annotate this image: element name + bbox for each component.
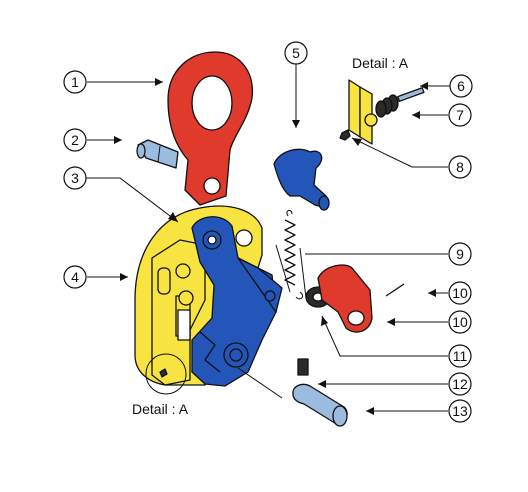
- blue-jaw-pivot-inner: [229, 348, 243, 362]
- callout-3: 5: [284, 41, 308, 65]
- blue-jaw-pin: [264, 290, 276, 302]
- lifting-eye-pin-hole: [203, 177, 221, 195]
- svg-text:10: 10: [452, 314, 468, 330]
- callout-8: 7: [448, 103, 472, 127]
- lever-pin: [385, 283, 405, 297]
- detail-a-nut: [159, 368, 168, 378]
- callout-5: 1: [63, 70, 87, 94]
- blue-jaw-part: [191, 216, 283, 387]
- callout-11: 6: [449, 74, 473, 98]
- callout-13: 11: [448, 344, 472, 368]
- callout-7: 13: [448, 399, 472, 423]
- detail-pin: [397, 87, 425, 102]
- detail-a-inset: Detail : A: [339, 55, 425, 145]
- svg-text:11: 11: [453, 348, 468, 364]
- callout-4: 10: [448, 310, 472, 334]
- set-screw: [297, 358, 309, 376]
- detail-nut: [339, 129, 351, 141]
- body-hole: [175, 263, 191, 279]
- callout-1: 4: [63, 265, 87, 289]
- white-pin: [235, 229, 253, 247]
- red-lever-hole: [347, 310, 365, 326]
- detail-plate: [348, 79, 361, 138]
- callout-12: 8: [448, 155, 472, 179]
- svg-text:13: 13: [452, 403, 468, 419]
- svg-text:12: 12: [452, 376, 468, 392]
- svg-text:6: 6: [457, 78, 465, 94]
- callout-10-bottom: 12: [448, 372, 472, 396]
- svg-text:2: 2: [71, 132, 79, 148]
- detail-coil: [364, 94, 399, 127]
- svg-text:8: 8: [456, 159, 464, 175]
- svg-text:5: 5: [292, 45, 300, 61]
- detail-a-title: Detail : A: [352, 55, 409, 71]
- callout-6: 2: [63, 128, 87, 152]
- spring-part: [284, 209, 303, 300]
- callout-2: 3: [63, 166, 87, 190]
- callouts: 1 2 3 4 5 6 7 8: [63, 41, 473, 423]
- leader-lines: [86, 64, 450, 415]
- svg-text:4: 4: [71, 269, 79, 285]
- lifting-eye-hole: [191, 75, 233, 131]
- callout-10-top: 10: [448, 281, 472, 305]
- svg-text:1: 1: [71, 74, 79, 90]
- spring: [284, 219, 296, 286]
- body-hole: [178, 290, 194, 306]
- svg-text:10: 10: [452, 285, 468, 301]
- handle: [273, 148, 327, 209]
- handle-part: [273, 148, 330, 211]
- pin-six-part: [136, 139, 179, 169]
- pin-six-end: [136, 143, 146, 159]
- callout-9: 9: [448, 242, 472, 266]
- lifting-eye-part: [167, 51, 253, 206]
- detail-plate-face: [359, 86, 373, 145]
- svg-text:7: 7: [456, 107, 464, 123]
- bottom-pin-part: [292, 358, 348, 427]
- body-slot: [157, 267, 171, 295]
- lever-part: [305, 264, 405, 333]
- body-slot: [177, 309, 191, 341]
- blue-jaw-teeth: [199, 331, 221, 373]
- blue-jaw-hole-inner: [207, 235, 217, 245]
- pin-six: [137, 139, 179, 169]
- bottom-pin-head: [332, 405, 348, 427]
- handle-end: [318, 195, 330, 211]
- detail-a-marker: [145, 353, 187, 395]
- svg-text:3: 3: [71, 170, 79, 186]
- detail-a-bottom-label: Detail : A: [132, 401, 189, 417]
- svg-text:9: 9: [456, 246, 464, 262]
